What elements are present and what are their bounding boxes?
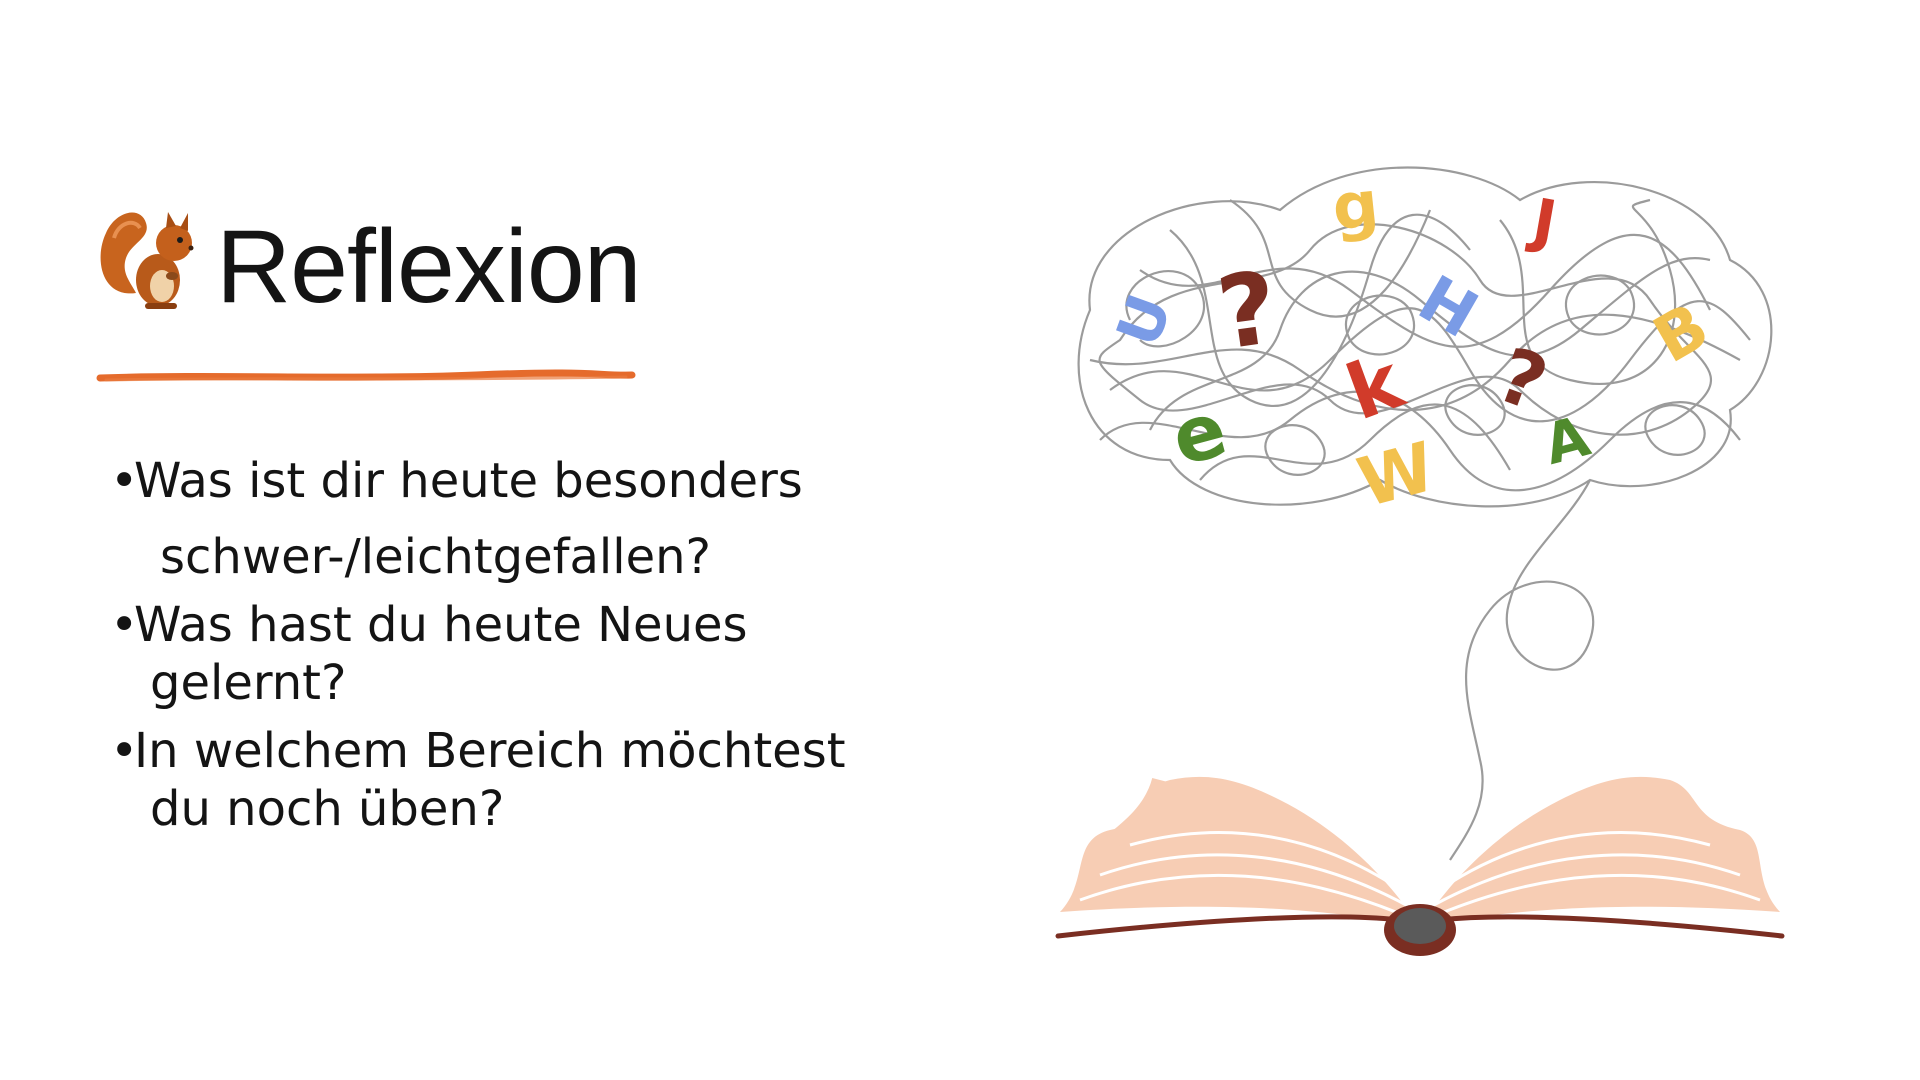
question-3-line-1: In welchem Bereich möchtest (134, 723, 846, 779)
question-2-line-2: gelernt? (150, 655, 347, 711)
letter-k: k (1335, 336, 1414, 437)
book-letters-illustration: g J U ? H B k ? e A W (1055, 166, 1785, 956)
list-item: •Was ist dir heute besonders (110, 452, 870, 510)
open-book-icon (1055, 776, 1785, 956)
letter-w: W (1350, 428, 1443, 524)
tangled-thread (1077, 166, 1773, 861)
question-1-line-1: Was ist dir heute besonders (134, 453, 803, 509)
question-1-line-2: schwer-/leichtgefallen? (160, 529, 712, 585)
letter-a: A (1538, 404, 1597, 478)
bullet-icon: • (110, 453, 139, 509)
question-3-line-2: du noch üben? (150, 781, 505, 837)
question-2-line-1: Was hast du heute Neues (134, 597, 748, 653)
squirrel-icon (100, 212, 194, 309)
title-underline (96, 369, 636, 382)
bullet-icon: • (110, 723, 139, 779)
list-item: •In welchem Bereich möchtest du noch übe… (110, 722, 870, 838)
list-item: •Was hast du heute Neues gelernt? (110, 596, 870, 712)
list-item-continuation: schwer-/leichtgefallen? (110, 528, 870, 586)
question-list: •Was ist dir heute besonders schwer-/lei… (110, 452, 870, 838)
bullet-icon: • (110, 597, 139, 653)
letter-g: g (1329, 168, 1382, 246)
floating-letters: g J U ? H B k ? e A W (1104, 168, 1722, 524)
page-title: Reflexion (216, 209, 642, 325)
